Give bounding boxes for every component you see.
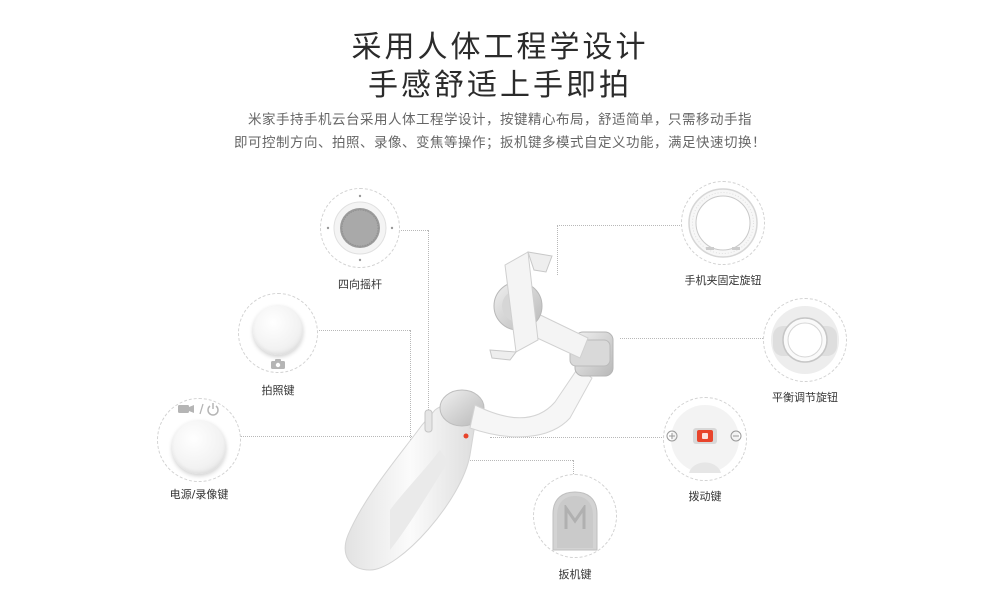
- gimbal-illustration: [344, 251, 614, 571]
- power-record-button: [172, 420, 226, 474]
- video-power-icon: [178, 403, 219, 416]
- description-line-2: 即可控制方向、拍照、录像、变焦等操作；扳机键多模式自定义功能，满足快速切换！: [234, 135, 766, 151]
- phone-clamp-label: 手机夹固定旋钮: [684, 274, 762, 287]
- camera-icon: [271, 359, 285, 369]
- page-title: 采用人体工程学设计: [351, 30, 649, 65]
- leader-trigger-h: [468, 460, 573, 461]
- toggle-switch: [671, 405, 739, 473]
- leader-toggle-h: [490, 437, 662, 438]
- description-line-1: 米家手持手机云台采用人体工程学设计，按键精心布局，舒适简单，只需移动手指: [248, 112, 752, 128]
- leader-joystick-h: [398, 230, 428, 231]
- leader-clamp-h: [557, 225, 682, 226]
- leader-joystick-v: [428, 230, 429, 420]
- m-letter-icon: [564, 505, 586, 529]
- power-record-label: 电源/录像键: [169, 488, 229, 501]
- balance-label: 平衡调节旋钮: [772, 391, 838, 404]
- minus-icon: [730, 430, 742, 442]
- leader-trigger-v: [573, 460, 574, 474]
- leader-shutter-h: [316, 330, 410, 331]
- balance-knob: [771, 306, 839, 374]
- toggle-label: 拨动键: [688, 490, 722, 503]
- phone-clamp-knob: [688, 188, 758, 258]
- leader-clamp-v: [557, 225, 558, 275]
- joystick-icon: [326, 194, 394, 262]
- shutter-label: 拍照键: [261, 384, 295, 397]
- leader-power-h: [240, 436, 432, 437]
- shutter-button: [253, 305, 303, 355]
- plus-icon: [666, 430, 678, 442]
- leader-shutter-v: [410, 330, 411, 440]
- page-subtitle: 手感舒适上手即拍: [368, 68, 632, 103]
- leader-balance-h: [620, 338, 765, 339]
- joystick-label: 四向摇杆: [338, 278, 382, 291]
- trigger-label: 扳机键: [558, 568, 592, 581]
